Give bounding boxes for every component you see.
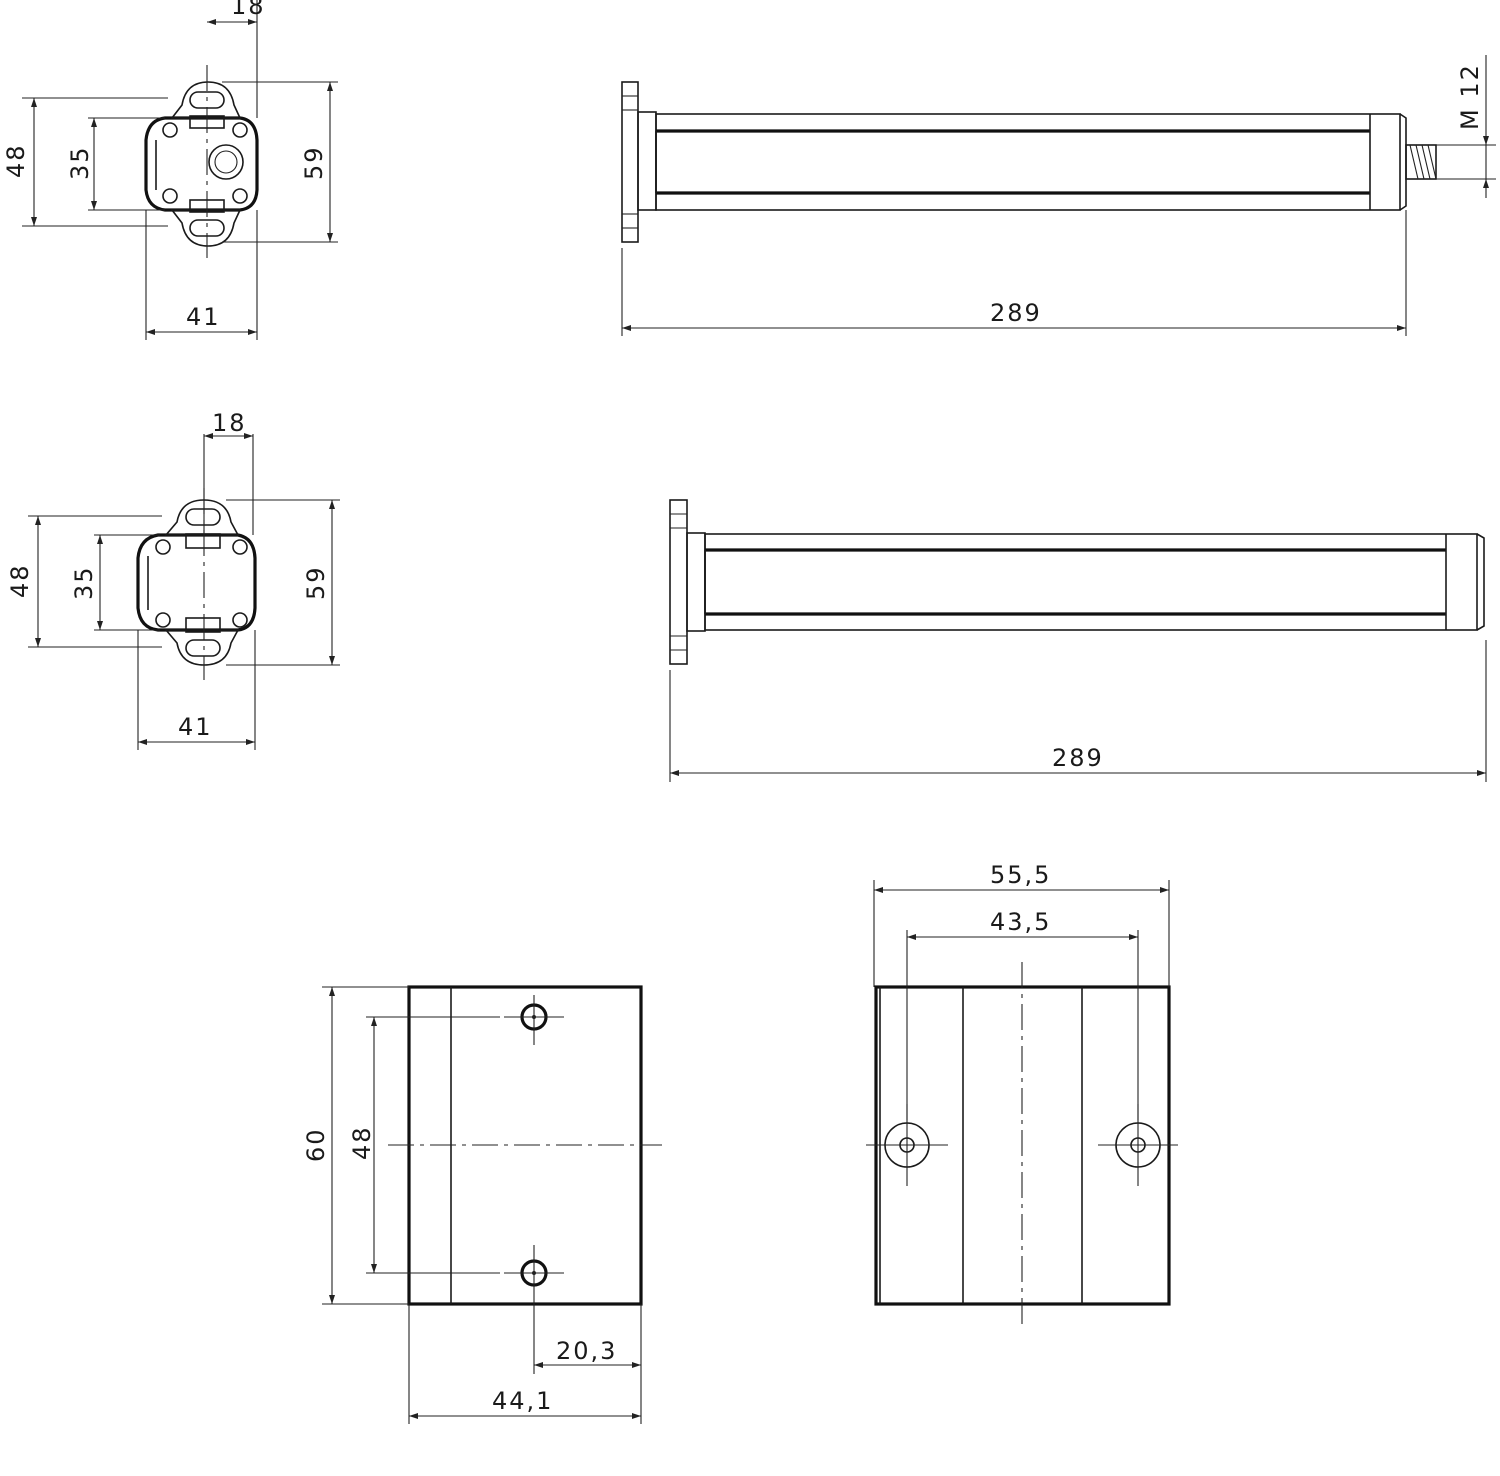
connector-circle: [208, 144, 244, 180]
dim-length-label-2: 289: [1052, 744, 1104, 772]
dim-height-total-label-2: 59: [302, 565, 330, 600]
dim-height-inner-label-2: 35: [70, 565, 98, 600]
dim-height-outer-label-2: 48: [6, 563, 34, 598]
side-view-top: M 12 289: [621, 55, 1496, 336]
dim-height-outer-label: 48: [2, 143, 30, 178]
dim-slot-label-2: 18: [212, 409, 247, 437]
dim-height-label: 60: [302, 1127, 330, 1162]
end-view-top: 18 48 35 59 41: [2, 0, 338, 340]
dim-slot-label: 18: [231, 0, 266, 20]
dim-height-total-label: 59: [300, 145, 328, 180]
dim-hole-offset-label: 20,3: [556, 1337, 617, 1365]
end-view-middle: 18 48 35 59 41: [6, 409, 340, 750]
dim-length-label: 289: [990, 299, 1042, 327]
dim-height-inner-label: 35: [66, 145, 94, 180]
dim-width-label-2: 41: [178, 713, 213, 741]
tube-body: [655, 113, 1401, 211]
dim-width-outer-label: 55,5: [990, 861, 1051, 889]
m12-connector: [1405, 144, 1437, 180]
dim-width-label-3: 44,1: [492, 1387, 553, 1415]
dim-hole-spacing-label: 48: [348, 1125, 376, 1160]
side-view-middle: 289: [669, 499, 1487, 782]
dim-connector-label: M 12: [1456, 63, 1484, 130]
front-view-right: 55,5 43,5: [866, 861, 1178, 1330]
back-view-left: 60 48 20,3 44,1: [302, 985, 662, 1424]
dim-hole-spacing-label-2: 43,5: [990, 908, 1051, 936]
dim-width-label: 41: [186, 303, 221, 331]
